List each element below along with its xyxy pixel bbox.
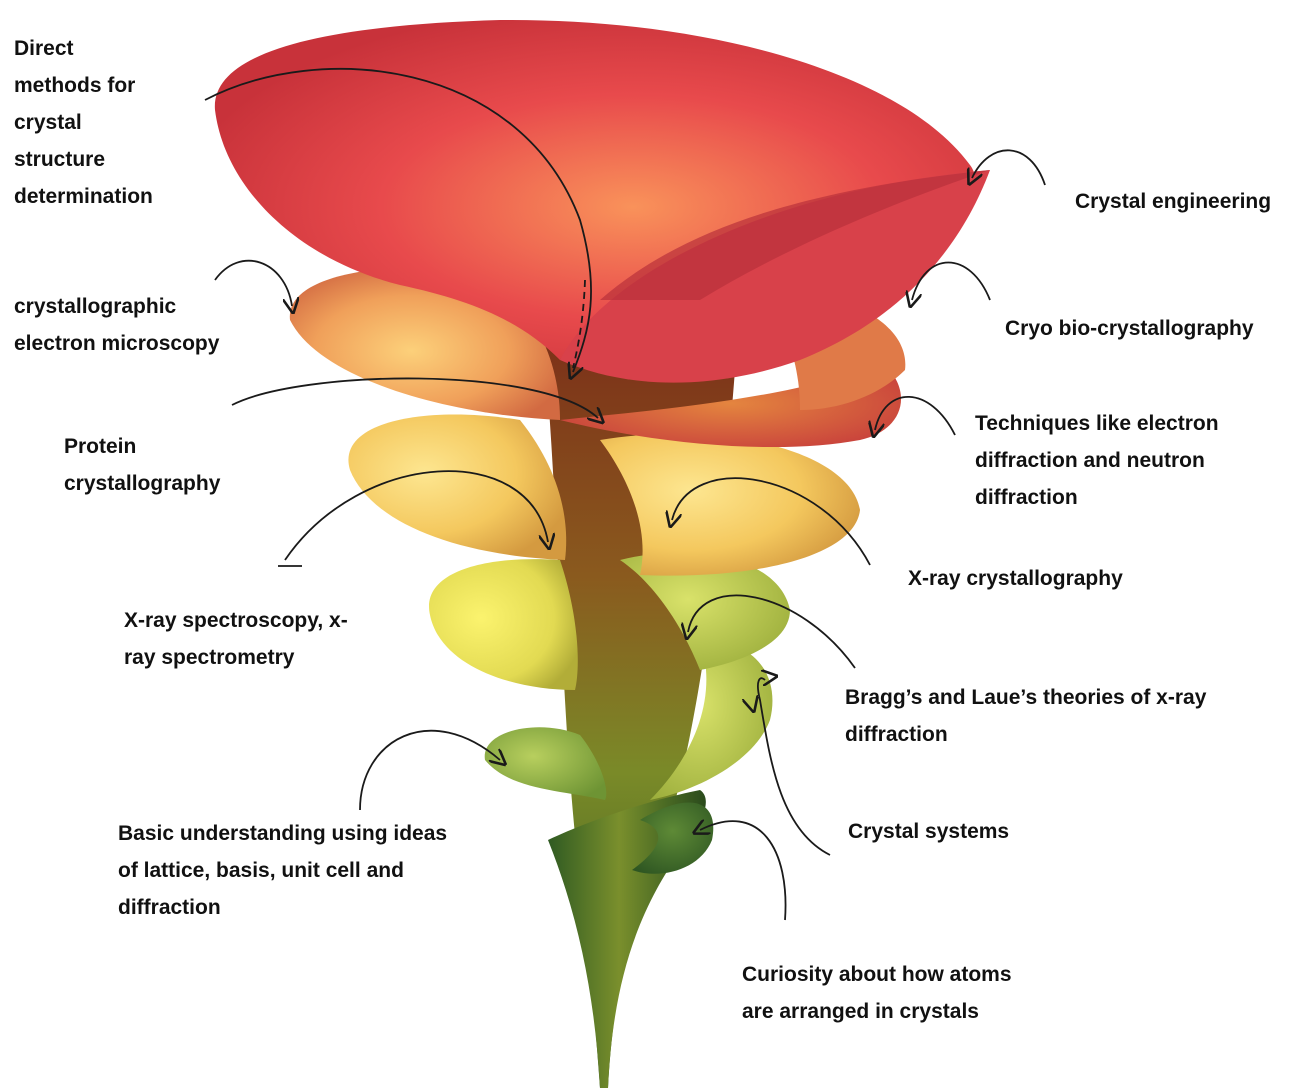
label-line: crystallographic	[14, 288, 219, 325]
label-line: ray spectrometry	[124, 639, 348, 676]
label-protein-crystallography: Protein crystallography	[64, 428, 220, 502]
label-line: of lattice, basis, unit cell and	[118, 852, 447, 889]
label-xray-spectroscopy: X-ray spectroscopy, x- ray spectrometry	[124, 602, 348, 676]
label-line: Crystal systems	[848, 813, 1009, 850]
label-line: structure	[14, 141, 153, 178]
label-line: methods for	[14, 67, 153, 104]
label-line: Curiosity about how atoms	[742, 956, 1012, 993]
label-direct-methods: Direct methods for crystal structure det…	[14, 30, 153, 215]
funnel-body	[215, 20, 990, 1088]
arrow-curiosity	[700, 821, 786, 920]
arrow-crystallographic-em	[215, 261, 292, 306]
label-crystal-systems: Crystal systems	[848, 813, 1009, 850]
label-line: crystal	[14, 104, 153, 141]
label-line: crystallography	[64, 465, 220, 502]
funnel-tier-4	[348, 414, 566, 560]
label-xray-crystallography: X-ray crystallography	[908, 560, 1123, 597]
label-line: are arranged in crystals	[742, 993, 1012, 1030]
label-line: Protein	[64, 428, 220, 465]
funnel-tier-5	[429, 559, 578, 690]
label-line: X-ray crystallography	[908, 560, 1123, 597]
label-basic-understanding: Basic understanding using ideas of latti…	[118, 815, 447, 926]
label-cryo-bio: Cryo bio-crystallography	[1005, 310, 1254, 347]
label-line: electron microscopy	[14, 325, 219, 362]
label-line: determination	[14, 178, 153, 215]
label-curiosity: Curiosity about how atoms are arranged i…	[742, 956, 1012, 1030]
label-line: Bragg’s and Laue’s theories of x-ray	[845, 679, 1206, 716]
label-crystal-engineering: Crystal engineering	[1075, 183, 1271, 220]
arrow-basic-understanding	[360, 731, 500, 810]
label-line: Crystal engineering	[1075, 183, 1271, 220]
label-line: diffraction and neutron	[975, 442, 1219, 479]
label-line: diffraction	[845, 716, 1206, 753]
label-line: Direct	[14, 30, 153, 67]
label-bragg-laue: Bragg’s and Laue’s theories of x-ray dif…	[845, 679, 1206, 753]
label-crystallographic-em: crystallographic electron microscopy	[14, 288, 219, 362]
label-line: Techniques like electron	[975, 405, 1219, 442]
label-line: Basic understanding using ideas	[118, 815, 447, 852]
label-line: Cryo bio-crystallography	[1005, 310, 1254, 347]
label-line: diffraction	[118, 889, 447, 926]
label-line: X-ray spectroscopy, x-	[124, 602, 348, 639]
label-electron-neutron: Techniques like electron diffraction and…	[975, 405, 1219, 516]
label-line: diffraction	[975, 479, 1219, 516]
